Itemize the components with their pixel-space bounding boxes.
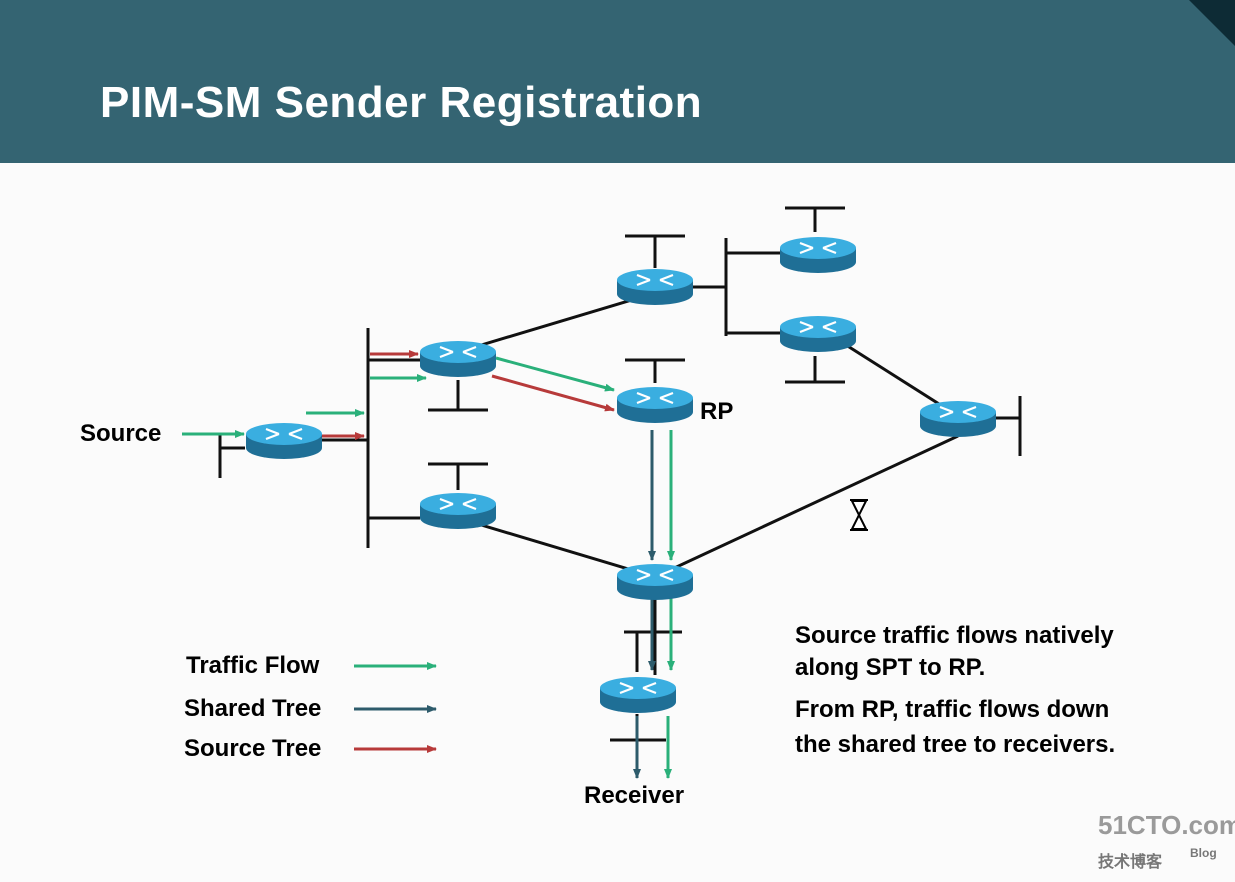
watermark-blog: Blog [1190,846,1217,860]
router-icon [418,339,498,379]
source-tree-arrow [491,374,615,412]
router-icon [615,267,695,307]
legend-traffic-flow: Traffic Flow [186,652,320,679]
description-line-2: along SPT to RP. [795,654,986,681]
router-icon [615,385,695,425]
hourglass-icon [850,499,868,531]
router-icon [918,399,998,439]
title-bar: PIM-SM Sender Registration [0,0,1235,163]
description-line-4: the shared tree to receivers. [795,731,1116,758]
router-icon [615,562,695,602]
corner-fold [1189,0,1235,46]
description-line-3: From RP, traffic flows down [795,696,1110,723]
page-title: PIM-SM Sender Registration [100,78,703,127]
receiver-label: Receiver [584,782,685,809]
network-links [457,285,959,675]
description-line-1: Source traffic flows natively [795,622,1114,649]
legend-source-tree: Source Tree [184,735,322,762]
router-icon [598,675,678,715]
traffic-flow-arrow [495,356,615,392]
rp-label: RP [700,398,734,425]
router-icon [244,421,324,461]
source-label: Source [80,420,162,447]
router-icon [778,235,858,275]
watermark-sub: 技术博客 [1098,854,1163,871]
watermark-site: 51CTO.com [1098,810,1235,840]
traffic-arrows [182,350,675,779]
router-icon [418,491,498,531]
legend-shared-tree: Shared Tree [184,695,322,722]
router-icon [778,314,858,354]
